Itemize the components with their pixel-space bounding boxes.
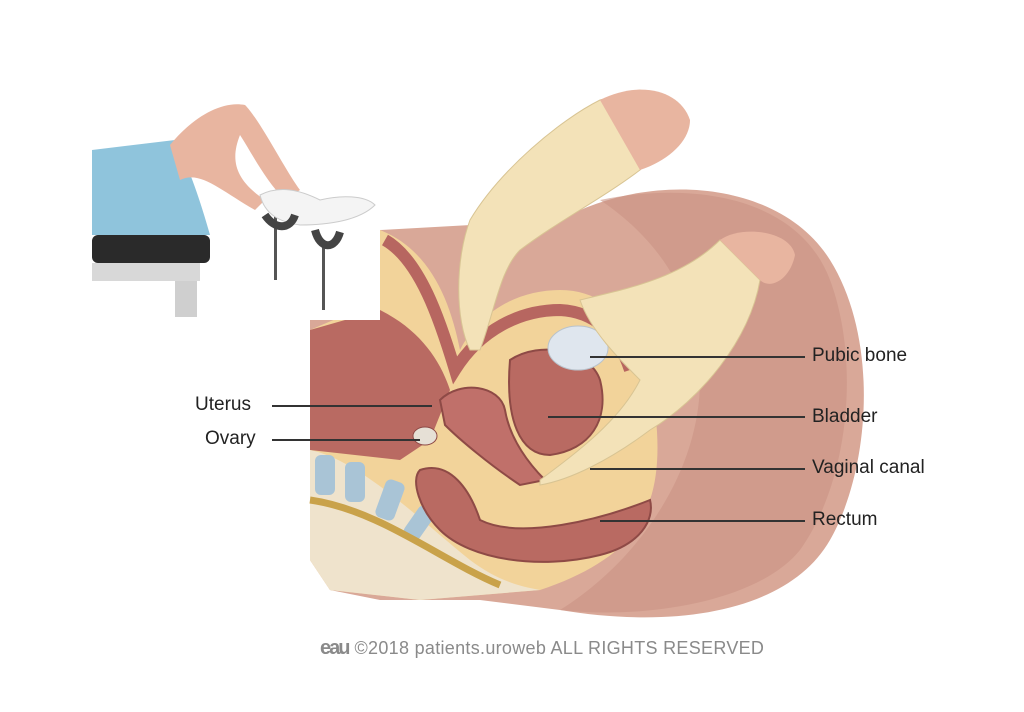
rectum (415, 467, 652, 563)
pubic-bone (547, 325, 609, 371)
abdominal-cavity (310, 310, 450, 460)
copyright-footer: eau©2018 patients.uroweb ALL RIGHTS RESE… (320, 637, 764, 660)
ovary-leader (272, 439, 420, 441)
vaginal-canal-leader (590, 468, 805, 470)
inner-forearm (720, 231, 795, 284)
ovary (412, 426, 438, 446)
table-frame (92, 263, 200, 281)
pubic-bone-label: Pubic bone (812, 345, 908, 366)
thigh (560, 192, 847, 613)
exam-table (92, 235, 210, 263)
pubic-bone-leader (590, 356, 805, 358)
stirrup-post-right (322, 240, 325, 310)
copyright-text: ©2018 patients.uroweb ALL RIGHTS RESERVE… (354, 638, 765, 658)
rectum-label: Rectum (812, 509, 878, 530)
inner-gloved-hand (539, 239, 761, 486)
stirrup-post-left (274, 215, 277, 280)
table-leg (175, 281, 197, 317)
bladder-label: Bladder (812, 406, 878, 427)
patient-leg (170, 104, 300, 210)
rectum-leader (600, 520, 805, 522)
uterus-leader (272, 405, 432, 407)
top-forearm (600, 89, 690, 170)
uterus-label: Uterus (195, 394, 251, 415)
stirrup (261, 212, 344, 250)
vaginal-canal-label: Vaginal canal (812, 457, 925, 478)
ovary-label: Ovary (205, 428, 256, 449)
uterus (438, 386, 548, 487)
eau-logo: eau (320, 637, 351, 659)
bladder-leader (548, 416, 805, 418)
spinal-cord (309, 496, 502, 589)
